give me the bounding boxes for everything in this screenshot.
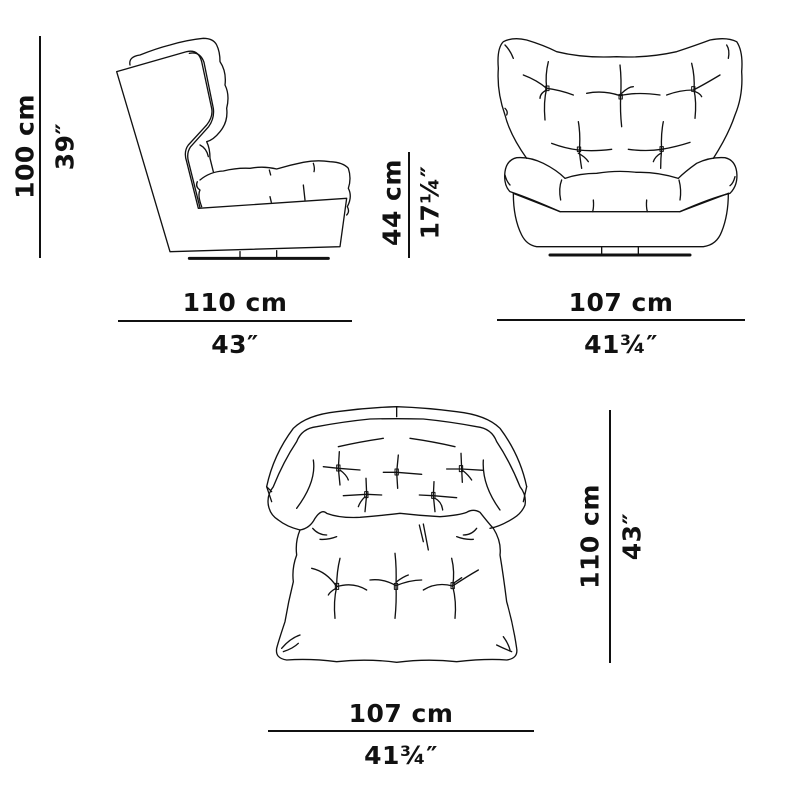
front-width-metric-label: 107 cm: [568, 288, 674, 317]
top-width-metric-label: 107 cm: [348, 699, 454, 728]
side-depth-metric-label: 110 cm: [182, 288, 288, 317]
top-view-drawing: [260, 395, 550, 675]
side-view-drawing: [110, 25, 370, 275]
top-depth-dimension-line: [609, 410, 611, 663]
front-width-dimension-line: [497, 319, 745, 321]
seat-height-dimension-line: [408, 152, 410, 258]
height-metric-label: 100 cm: [10, 94, 40, 199]
top-width-imperial-label: 41¾″: [364, 741, 438, 770]
top-depth-imperial-label: 43″: [617, 512, 647, 561]
side-depth-imperial-label: 43″: [211, 330, 259, 359]
front-view-drawing: [490, 25, 750, 275]
front-width-imperial-label: 41¾″: [584, 330, 658, 359]
height-dimension-line: [39, 36, 41, 258]
height-imperial-label: 39″: [50, 122, 80, 171]
seat-height-imperial-label: 17¼″: [415, 165, 445, 240]
side-depth-dimension-line: [118, 320, 352, 322]
seat-height-metric-label: 44 cm: [377, 159, 407, 246]
top-width-dimension-line: [268, 730, 534, 732]
top-depth-metric-label: 110 cm: [575, 484, 605, 589]
